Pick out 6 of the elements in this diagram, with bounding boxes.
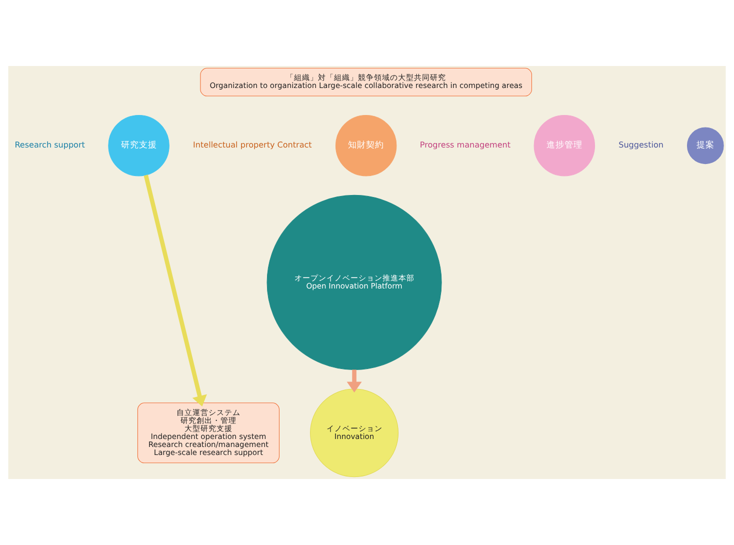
arrow [346,370,362,392]
node-circle: 知財契約 [335,115,397,176]
node-circle: 研究支援 [108,115,170,176]
node-circle: 提案 [686,127,724,164]
node-circle: 進捗管理 [534,115,596,176]
arrow [144,174,207,406]
